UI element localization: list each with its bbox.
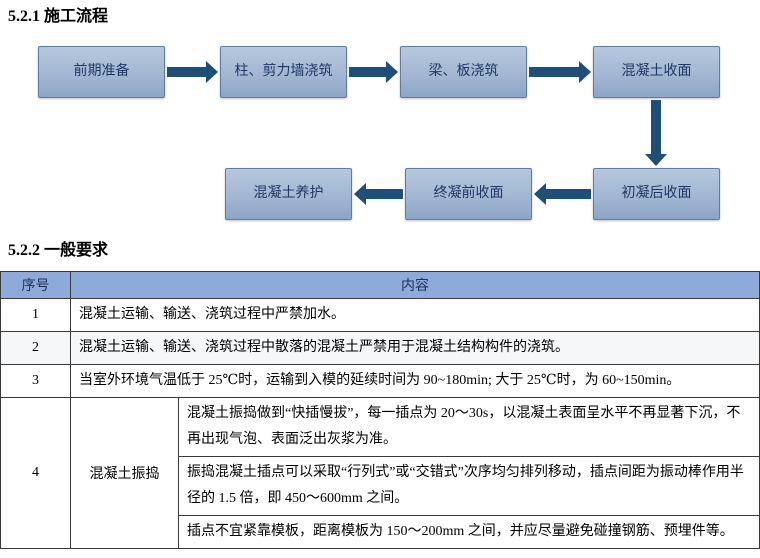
table-row: 4 混凝土振捣 混凝土振捣做到“快插慢拔”，每一插点为 20～30s，以混凝土表… [0,397,760,549]
row-number: 4 [0,397,71,549]
flow-arrow-left-icon [534,183,591,205]
section-heading-general-requirements: 5.2.2 一般要求 [8,242,109,259]
flow-arrow-down-icon [645,100,667,166]
row-detail: 混凝土振捣做到“快插慢拔”，每一插点为 20～30s，以混凝土表面呈水平不再显著… [178,397,760,457]
flow-box-after-initial-set-finish: 初凝后收面 [593,168,720,220]
table-row: 1 混凝土运输、输送、浇筑过程中严禁加水。 [0,298,760,332]
table-row: 插点不宜紧靠模板，距离模板为 150～200mm 之间，并应尽量避免碰撞钢筋、预… [1,515,760,549]
row-content: 混凝土运输、输送、浇筑过程中散落的混凝土严禁用于混凝土结构构件的浇筑。 [70,331,760,365]
flow-arrow-right-icon [529,61,591,83]
table-row: 3 当室外环境气温低于 25℃时，运输到入模的延续时间为 90~180min; … [0,364,760,398]
flow-arrow-right-icon [349,61,398,83]
row-content: 当室外环境气温低于 25℃时，运输到入模的延续时间为 90~180min; 大于… [70,364,760,398]
flow-box-before-final-set-finish: 终凝前收面 [405,168,532,220]
document-page: 5.2.1 施工流程 前期准备 柱、剪力墙浇筑 梁、板浇筑 混凝土收面 混凝土养… [0,6,760,549]
section-heading-construction-process: 5.2.1 施工流程 [8,8,109,25]
table-row: 2 混凝土运输、输送、浇筑过程中散落的混凝土严禁用于混凝土结构构件的浇筑。 [0,331,760,365]
row-content: 混凝土运输、输送、浇筑过程中严禁加水。 [70,298,760,332]
flow-box-beam-slab-pouring: 梁、板浇筑 [400,46,527,98]
row-number: 1 [0,298,71,332]
table-row: 振捣混凝土插点可以采取“行列式”或“交错式”次序均匀排列移动，插点间距为振动棒作… [1,456,760,516]
table-header-no: 序号 [0,271,71,299]
flow-box-preparation: 前期准备 [38,46,165,98]
row-sub-label-vibration: 混凝土振捣 [70,397,179,549]
requirements-table: 序号 内容 1 混凝土运输、输送、浇筑过程中严禁加水。 2 混凝土运输、输送、浇… [0,271,760,549]
row-number: 2 [0,331,71,365]
flow-box-column-wall-pouring: 柱、剪力墙浇筑 [220,46,347,98]
table-header-content: 内容 [70,271,760,299]
row-number: 3 [0,364,71,398]
row-detail: 插点不宜紧靠模板，距离模板为 150～200mm 之间，并应尽量避免碰撞钢筋、预… [178,515,760,549]
construction-flowchart: 前期准备 柱、剪力墙浇筑 梁、板浇筑 混凝土收面 混凝土养护 终凝前收面 初凝后… [0,34,760,234]
row-detail: 振捣混凝土插点可以采取“行列式”或“交错式”次序均匀排列移动，插点间距为振动棒作… [178,456,760,516]
flow-arrow-right-icon [167,61,218,83]
flow-box-concrete-finishing: 混凝土收面 [593,46,720,98]
flow-arrow-left-icon [354,183,403,205]
flow-box-concrete-curing: 混凝土养护 [225,168,352,220]
table-header-row: 序号 内容 [0,271,760,299]
